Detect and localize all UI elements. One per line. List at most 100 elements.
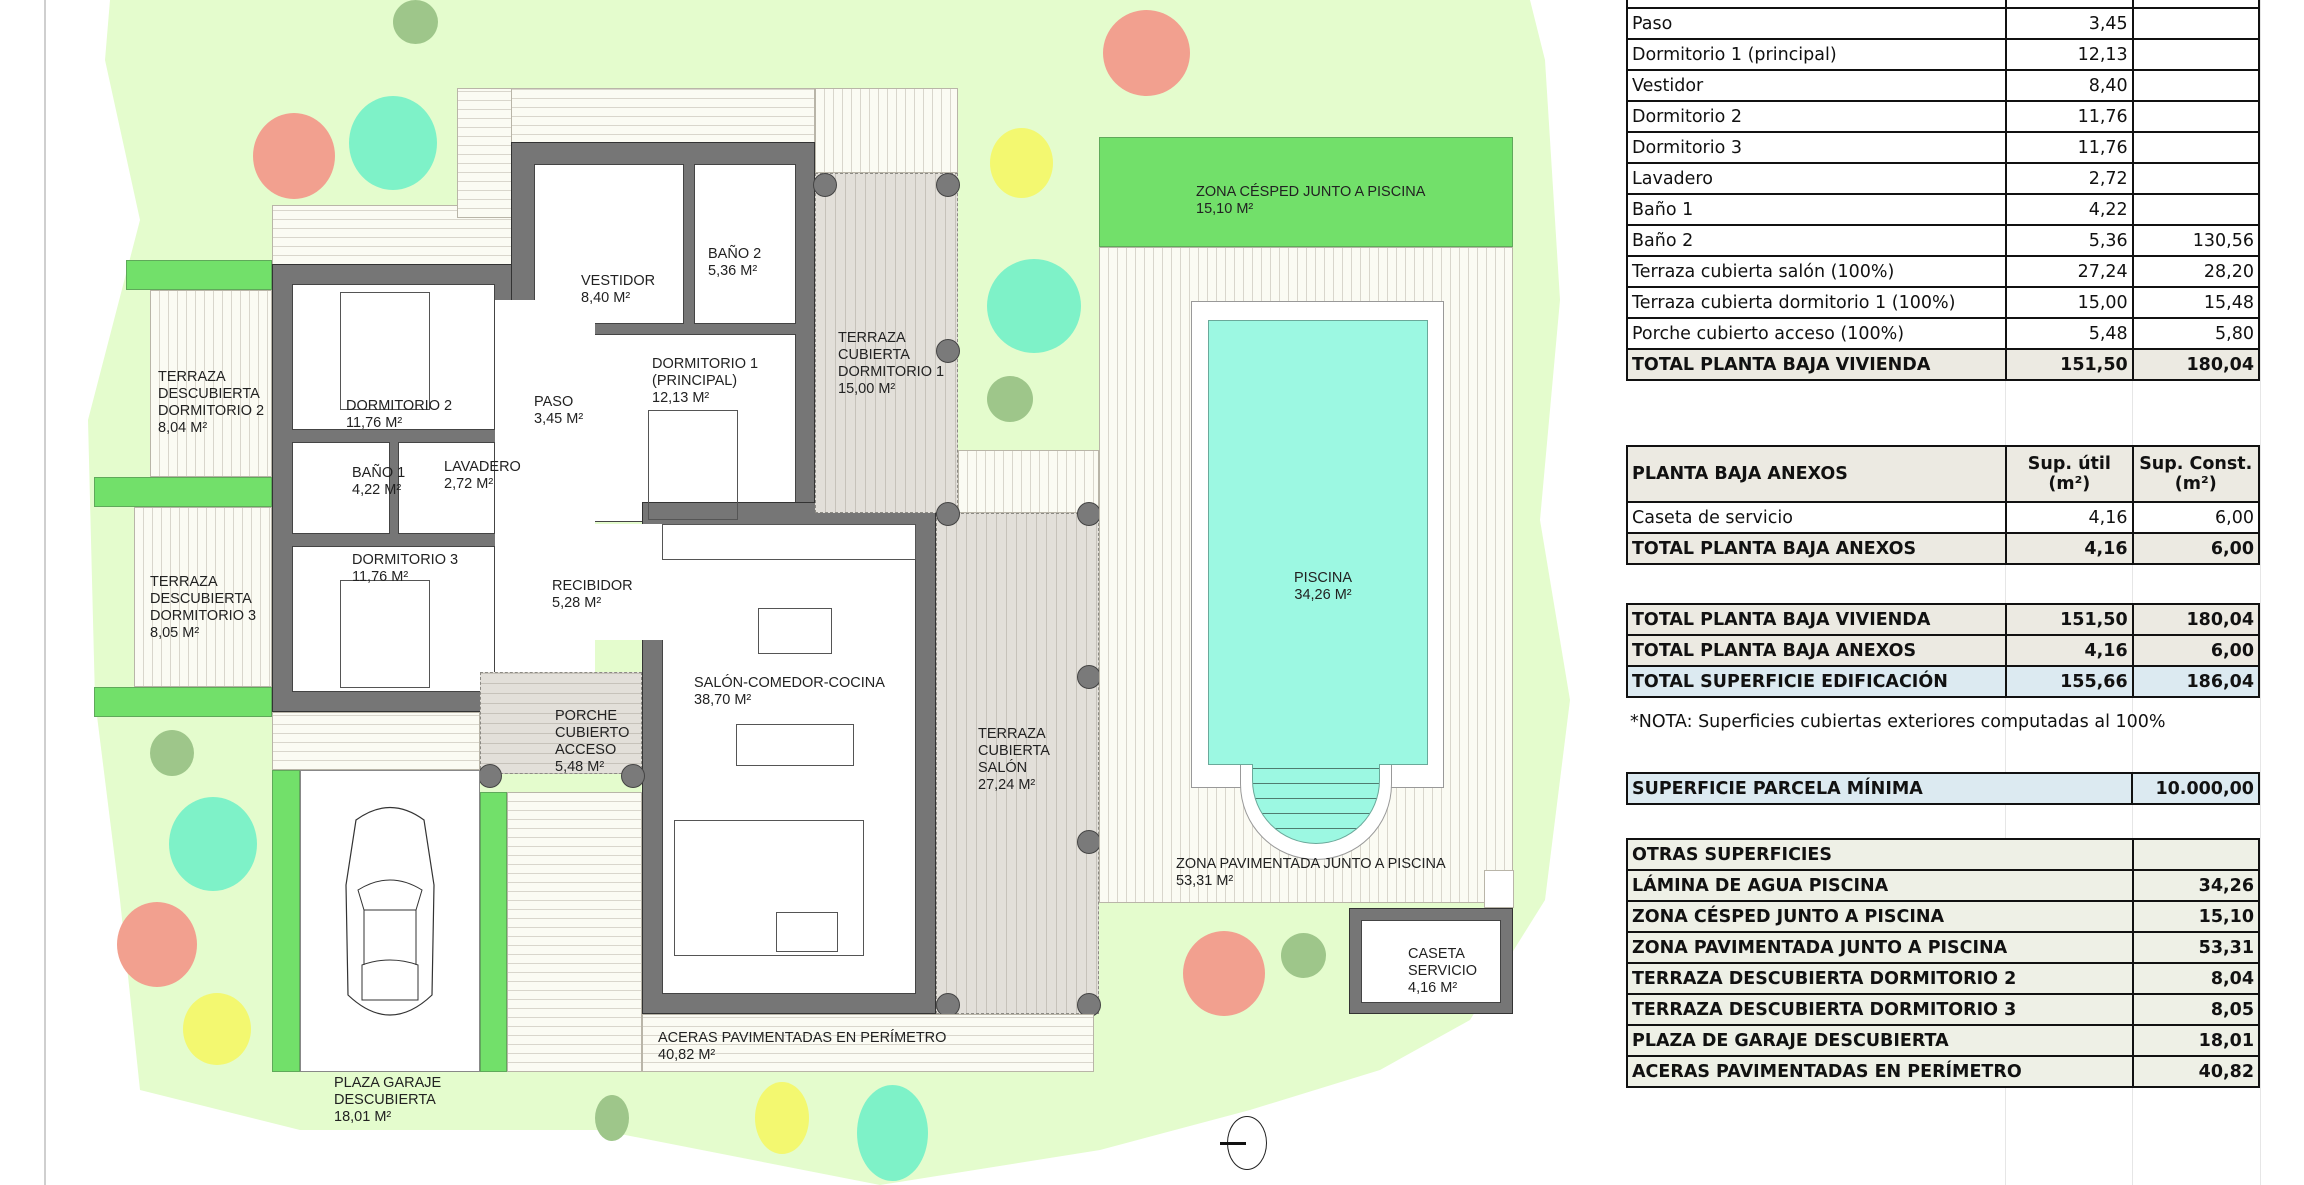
tree-red-icon [253, 113, 335, 199]
pool-water [1208, 320, 1428, 765]
sheet-gridline [2132, 0, 2133, 1185]
bed-dormitorio-3 [340, 580, 430, 688]
porche-cubierto-acceso [480, 672, 642, 774]
room-dormitorio-2 [292, 284, 495, 430]
tree-teal-icon [349, 96, 437, 190]
tree-teal-icon [987, 259, 1081, 353]
label-bano-1: BAÑO 14,22 m² [352, 465, 406, 498]
sofa [674, 820, 864, 956]
corridor [534, 334, 594, 524]
kitchen-island [758, 608, 832, 654]
room-lavadero [398, 442, 495, 534]
tree-red-icon [117, 902, 197, 987]
tree-yellow-icon [755, 1082, 809, 1154]
coffee-table [776, 912, 838, 952]
deck-north-east [815, 88, 958, 173]
aceras-pavimentadas [642, 1014, 1094, 1072]
tree-olive-icon [1281, 933, 1326, 978]
pillar [621, 764, 645, 788]
room-recibidor [530, 524, 664, 640]
label-terraza-descubierta-dormitorio-2: TERRAZA DESCUBIERTA DORMITORIO 28,04 m² [158, 369, 265, 436]
grass-strip [480, 792, 507, 1072]
pillar [1077, 502, 1101, 526]
bed-dormitorio-1 [648, 410, 738, 520]
room-dormitorio-3 [292, 546, 495, 692]
pillar [936, 173, 960, 197]
label-terraza-descubierta-dormitorio-3: TERRAZA DESCUBIERTA DORMITORIO 38,05 m² [150, 574, 257, 641]
floor-plan: TERRAZA DESCUBIERTA DORMITORIO 28,04 m² … [88, 0, 1570, 1185]
tree-red-icon [1103, 10, 1190, 96]
tree-teal-icon [857, 1085, 928, 1181]
label-terraza-cubierta-dormitorio-1: TERRAZA CUBIERTA DORMITORIO 115,00 m² [838, 330, 945, 397]
table-row: Salón-Comedor-Cocina38,70 [1625, 0, 2261, 9]
kitchen-counter [662, 524, 916, 560]
label-dormitorio-1: DORMITORIO 1 (PRINCIPAL)12,13 m² [652, 356, 759, 406]
aceras-west [507, 792, 642, 1072]
pillar [936, 339, 960, 363]
sheet-border-line [44, 0, 46, 1185]
pool-equipment [1484, 870, 1514, 908]
tree-olive-icon [150, 730, 194, 776]
room-bano-1 [292, 442, 390, 534]
pillar [1077, 993, 1101, 1017]
terraza-descubierta-dormitorio-3 [134, 507, 272, 687]
car-icon [345, 807, 435, 1016]
grass-strip [94, 687, 272, 717]
tree-red-icon [1183, 931, 1265, 1016]
pillar [478, 764, 502, 788]
room-bano-2 [694, 164, 796, 324]
grass-strip [126, 260, 272, 290]
grass-strip [272, 770, 300, 1072]
sheet-gridline [2260, 0, 2261, 1185]
tree-teal-icon [169, 797, 257, 891]
terraza-cubierta-dormitorio-1 [815, 173, 958, 513]
terraza-cubierta-salon [936, 513, 1099, 1014]
pillar [813, 173, 837, 197]
bed-dormitorio-2 [340, 292, 430, 410]
table-note: *NOTA: Superficies cubiertas exteriores … [1630, 712, 2166, 732]
north-arrow-bar [1220, 1142, 1246, 1145]
grass-strip [94, 477, 272, 507]
room-dormitorio-1 [594, 334, 796, 522]
room-caseta-servicio [1361, 920, 1501, 1003]
tree-yellow-icon [990, 128, 1053, 198]
table-row: Dormitorio 1 (principal)12,13 [1625, 38, 2261, 71]
pillar [1077, 665, 1101, 689]
deck-south-bedroom3 [272, 712, 480, 770]
room-vestidor [534, 164, 684, 324]
tree-olive-icon [987, 376, 1033, 422]
label-bano-2: BAÑO 25,36 m² [708, 246, 762, 279]
